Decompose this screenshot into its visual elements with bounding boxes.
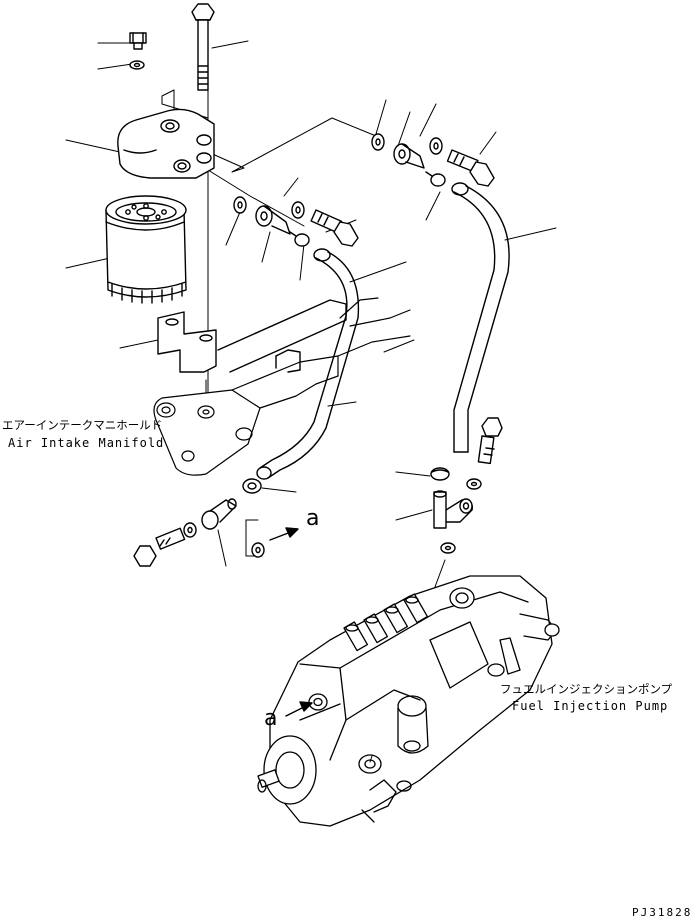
view-arrow-pump — [286, 702, 312, 716]
hose-clamp-mid — [290, 232, 309, 246]
fuel-hose-left — [257, 249, 358, 479]
fuel-injection-pump-label-en: Fuel Injection Pump — [512, 699, 669, 713]
air-intake-manifold-label-jp: エアーインテークマニホールド — [2, 418, 163, 432]
washer-right-2 — [430, 138, 442, 154]
fuel-injection-pump — [258, 576, 559, 826]
banjo-bolt-mid — [311, 210, 358, 246]
view-arrow-upper-letter: a — [306, 506, 320, 531]
banjo-bolt-right — [448, 150, 494, 186]
washer-mid-2 — [292, 202, 304, 218]
washer-lower-right-2 — [441, 543, 455, 553]
plug-washer — [130, 61, 144, 69]
washer-right-1 — [372, 134, 384, 150]
drawing-code: PJ31828 — [632, 906, 693, 919]
washer-lower-right-1 — [467, 479, 481, 489]
washer-mid-1 — [234, 197, 246, 213]
return-bolt — [478, 418, 502, 463]
air-intake-manifold-label-en: Air Intake Manifold — [8, 436, 165, 450]
long-mounting-bolt — [192, 4, 214, 90]
hose-clamp-right — [426, 172, 445, 186]
banjo-bolt-lower — [134, 528, 185, 566]
washer-lower-2 — [252, 543, 264, 557]
fuel-hose-right — [452, 183, 509, 452]
hose-clamp-lower-right — [431, 468, 449, 480]
elbow-fitting-lower — [202, 499, 236, 529]
eye-joint-mid — [256, 206, 290, 234]
fuel-filter-cartridge — [106, 196, 186, 303]
filter-bracket — [158, 300, 346, 372]
washer-lower-1 — [184, 523, 196, 537]
eye-joint-right — [394, 144, 424, 168]
small-plug — [130, 33, 146, 49]
air-intake-manifold — [154, 298, 410, 475]
fuel-injection-pump-label-jp: フュエルインジェクションポンプ — [500, 682, 673, 696]
hose-clamp-lower — [243, 479, 261, 493]
view-arrow-upper — [270, 528, 298, 540]
filter-head — [118, 109, 214, 178]
pipe-fitting-lower-right — [434, 491, 472, 528]
view-arrow-pump-letter: a — [264, 706, 278, 731]
